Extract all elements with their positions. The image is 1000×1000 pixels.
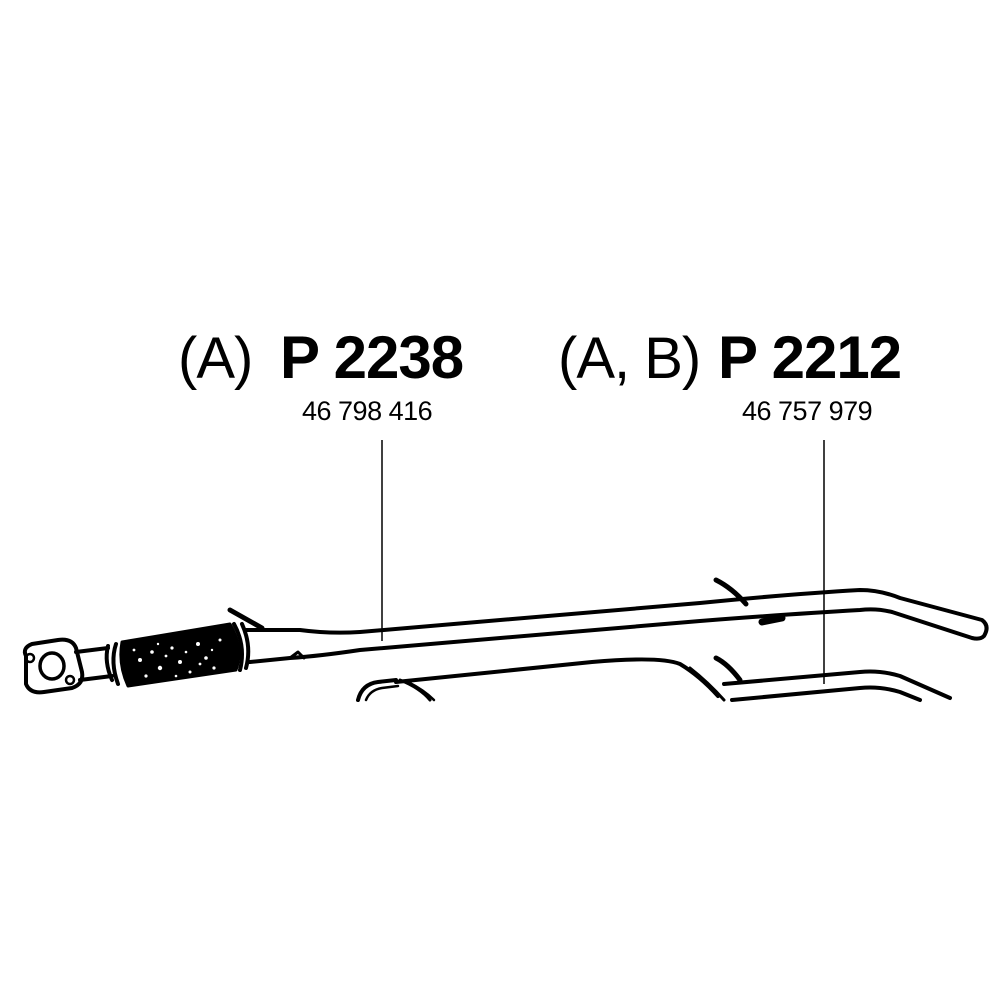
hanger-icon-2	[713, 577, 749, 607]
middle-pipe-p2212	[356, 655, 952, 702]
flexible-joint-icon	[104, 622, 251, 688]
hanger-icon	[227, 607, 265, 631]
part-2-number: P 2212	[718, 324, 902, 391]
part-2-group-label: (A, B)	[558, 326, 701, 391]
part-1-group-label: (A)	[178, 326, 253, 391]
front-pipe-p2238	[22, 577, 989, 695]
part-2-oem-number: 46 757 979	[742, 396, 873, 426]
part-1-oem-number: 46 798 416	[302, 396, 433, 426]
hanger-icon-3	[713, 655, 743, 683]
flange-icon	[22, 637, 85, 695]
part-1-number: P 2238	[280, 324, 464, 391]
